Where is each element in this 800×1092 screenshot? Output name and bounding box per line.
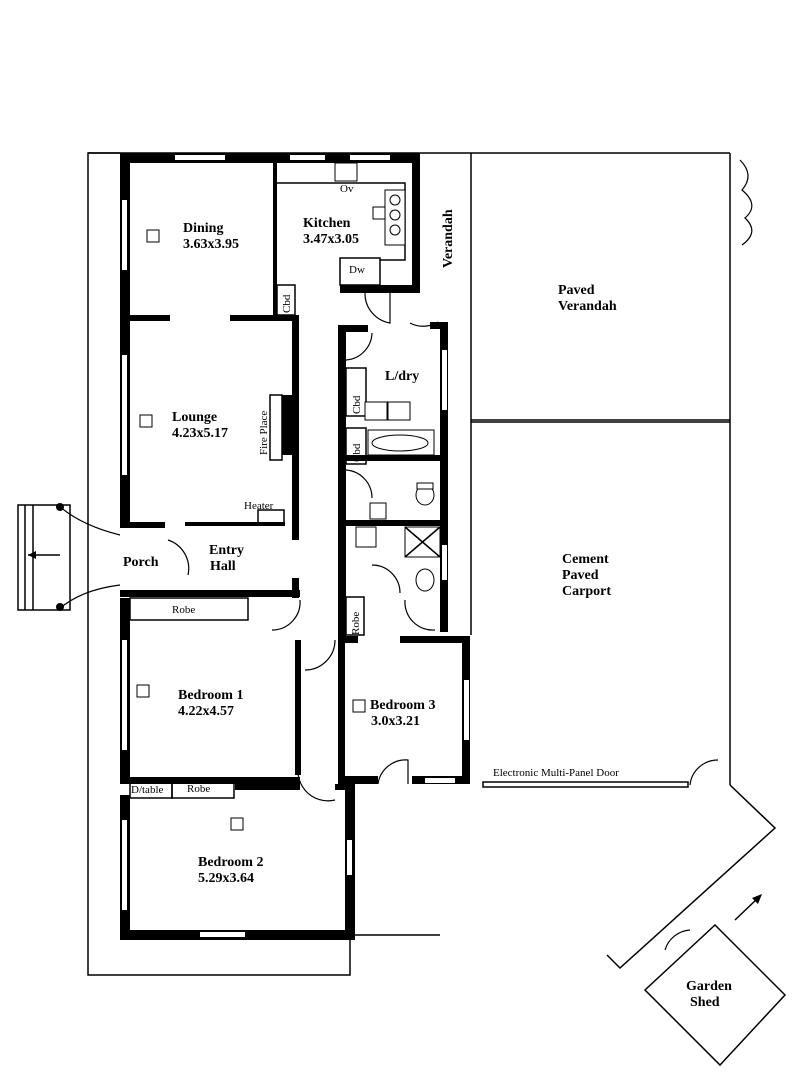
windows (122, 155, 469, 937)
room-markers (136, 229, 366, 831)
laundry-bath-fixtures (345, 367, 441, 636)
heater-label: Heater (244, 500, 274, 512)
dining-size: 3.63x3.95 (183, 237, 239, 252)
kitchen-label: Kitchen (303, 216, 351, 231)
carport-line2: Paved (562, 568, 599, 583)
doors (167, 292, 719, 802)
entry-label-line1: Entry (209, 543, 244, 558)
entry-label-line2: Hall (210, 559, 236, 574)
carport-line1: Cement (562, 552, 609, 567)
paved-verandah-line2: Verandah (558, 299, 617, 314)
bedroom2-label: Bedroom 2 (198, 855, 263, 870)
kitchen-fixtures (276, 162, 406, 316)
dressing-table-label: D/table (131, 784, 163, 796)
dining-label: Dining (183, 221, 223, 236)
robes (129, 597, 249, 799)
porch-steps (17, 503, 121, 611)
bath-cupboard-label: Cbd (351, 443, 363, 462)
robe-label-bedroom3: Robe (350, 612, 362, 635)
site-boundary-lines (87, 152, 731, 976)
robe-label-bedroom2: Robe (187, 783, 210, 795)
fixture-labels: Ov Dw Cbd Cbd Cbd Fire Place Heater Robe… (131, 183, 619, 796)
lounge-size: 4.23x5.17 (172, 426, 228, 441)
robe-label-bedroom1: Robe (172, 604, 195, 616)
bedroom2-size: 5.29x3.64 (198, 871, 254, 886)
dishwasher-label: Dw (349, 264, 365, 276)
kitchen-size: 3.47x3.05 (303, 232, 359, 247)
fireplace (257, 394, 298, 525)
carport-line3: Carport (562, 584, 611, 599)
fireplace-label: Fire Place (258, 411, 270, 455)
bedroom3-size: 3.0x3.21 (371, 714, 420, 729)
laundry-cupboard-label: Cbd (351, 395, 363, 414)
paved-verandah-line1: Paved (558, 283, 595, 298)
lounge-label: Lounge (172, 410, 217, 425)
garden-shed (606, 159, 787, 1067)
garden-shed-line1: Garden (686, 979, 732, 994)
bedroom1-size: 4.22x4.57 (178, 704, 234, 719)
garage-door (482, 781, 689, 788)
bedroom3-label: Bedroom 3 (370, 698, 435, 713)
garage-door-label: Electronic Multi-Panel Door (493, 767, 619, 779)
room-labels: Dining 3.63x3.95 Kitchen 3.47x3.05 Loung… (123, 209, 732, 1010)
garden-shed-line2: Shed (690, 995, 720, 1010)
porch-label: Porch (123, 555, 159, 570)
bedroom1-label: Bedroom 1 (178, 688, 243, 703)
kitchen-cupboard-label: Cbd (281, 294, 293, 313)
oven-label: Ov (340, 183, 354, 195)
laundry-label: L/dry (385, 369, 419, 384)
verandah-label: Verandah (441, 209, 456, 268)
